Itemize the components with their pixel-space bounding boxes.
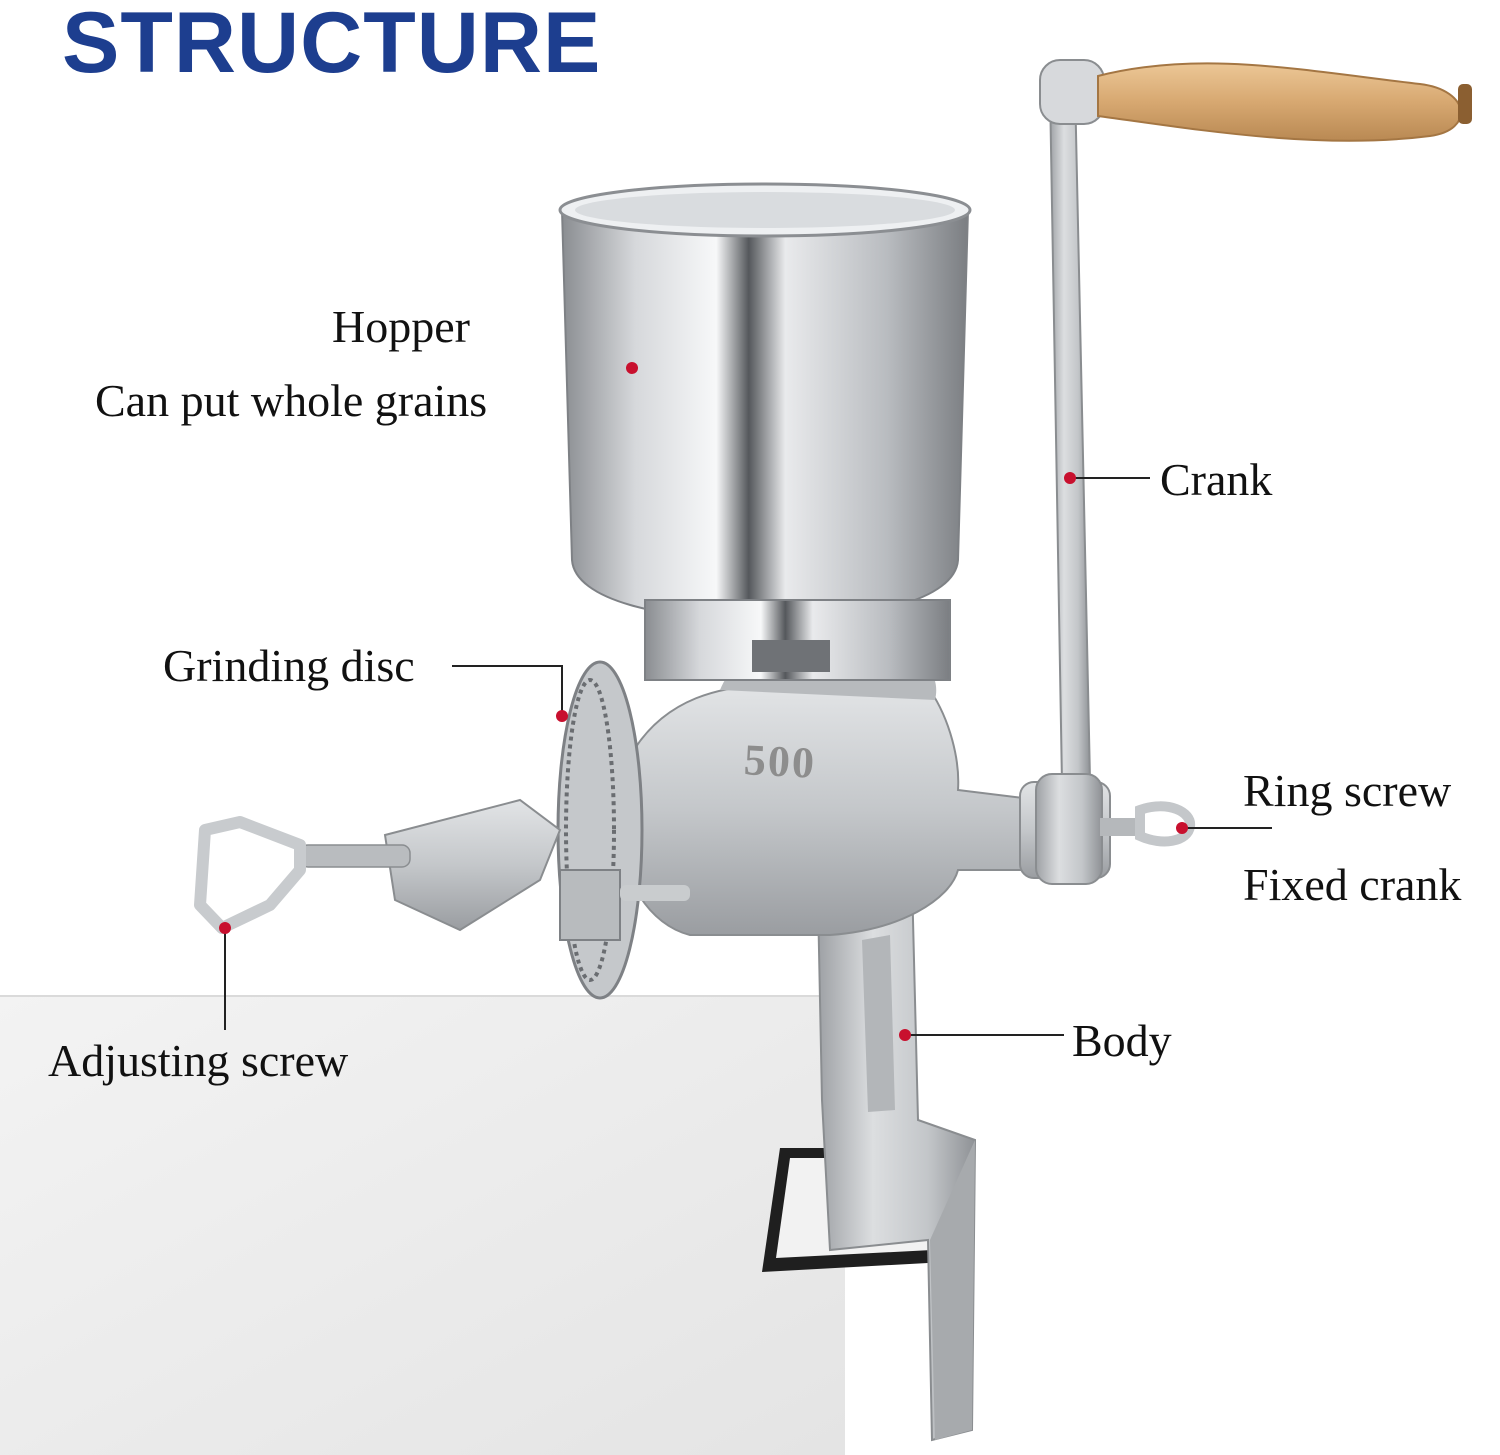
marker-dots — [219, 362, 1188, 1041]
crank-label: Crank — [1160, 454, 1273, 505]
adjusting-screw-marker-dot — [219, 922, 231, 934]
mill-body — [816, 878, 977, 1442]
hopper-bowl — [558, 182, 972, 681]
page-title: STRUCTURE — [62, 0, 602, 91]
crank-arm — [1035, 59, 1472, 885]
grinding-disc — [556, 660, 690, 1000]
hopper-marker-dot — [626, 362, 638, 374]
grinding-disc-marker-dot — [556, 710, 568, 722]
grinding-disc-leader-line — [452, 665, 563, 716]
hopper-label: Hopper — [332, 301, 470, 352]
housing-model-mark: 500 — [742, 735, 818, 788]
leader-lines — [224, 477, 1272, 1036]
adjusting-screw — [194, 798, 562, 934]
hopper-note-label: Can put whole grains — [95, 375, 488, 426]
grinding-disc-label: Grinding disc — [163, 640, 415, 691]
body-marker-dot — [899, 1029, 911, 1041]
ring-screw-note-label: Fixed crank — [1243, 859, 1462, 910]
table-top — [0, 995, 845, 1455]
crank-marker-dot — [1064, 472, 1076, 484]
adjusting-screw-label: Adjusting screw — [48, 1035, 349, 1086]
ring-screw — [1100, 801, 1195, 847]
body-label: Body — [1072, 1015, 1172, 1066]
ring-screw-label: Ring screw — [1243, 765, 1452, 816]
ring-screw-marker-dot — [1176, 822, 1188, 834]
